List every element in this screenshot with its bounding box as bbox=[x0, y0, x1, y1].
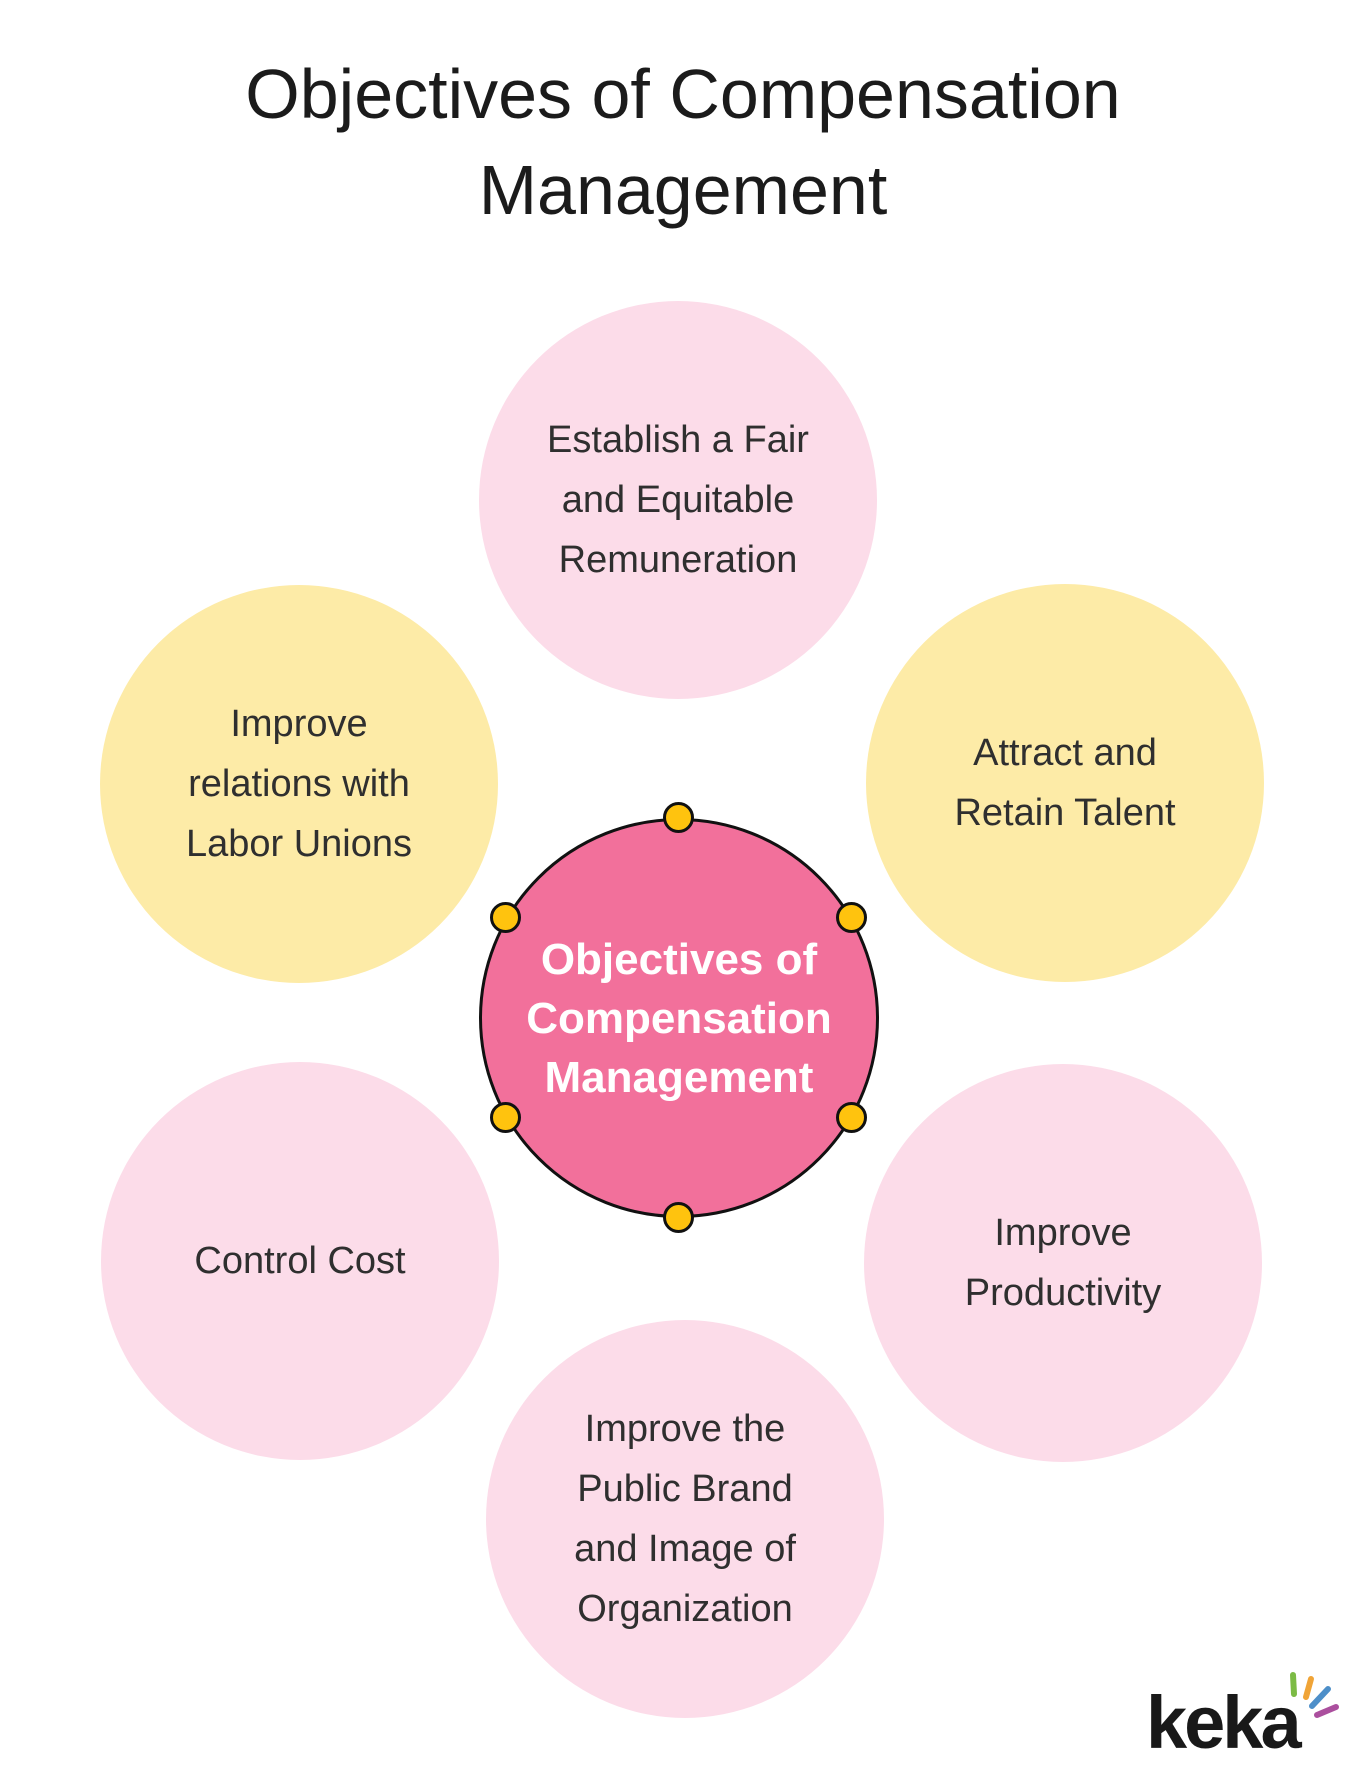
connector-dot-lower-left bbox=[490, 1102, 521, 1133]
node-fair-remuneration: Establish a Fair and Equitable Remunerat… bbox=[479, 301, 877, 699]
node-labor-unions-label: Improve relations with Labor Unions bbox=[185, 703, 413, 865]
connector-dot-bottom bbox=[663, 1202, 694, 1233]
node-improve-productivity-label: Improve Productivity bbox=[964, 1212, 1162, 1314]
keka-logo-text: keka bbox=[1146, 1681, 1302, 1764]
spark-orange-ray bbox=[1303, 1676, 1314, 1700]
node-labor-unions: Improve relations with Labor Unions bbox=[100, 585, 498, 983]
page-title: Objectives of Compensation Management bbox=[245, 55, 1121, 229]
node-control-cost-label: Control Cost bbox=[194, 1240, 406, 1282]
center-node-label: Objectives of Compensation Management bbox=[526, 934, 832, 1102]
node-public-brand-image: Improve the Public Brand and Image of Or… bbox=[486, 1320, 884, 1718]
node-improve-productivity: Improve Productivity bbox=[864, 1064, 1262, 1462]
node-public-brand-image-label: Improve the Public Brand and Image of Or… bbox=[574, 1408, 796, 1630]
spark-purple-ray bbox=[1314, 1704, 1339, 1718]
connector-dot-lower-right bbox=[836, 1102, 867, 1133]
node-attract-retain-talent: Attract and Retain Talent bbox=[866, 584, 1264, 982]
connector-dot-top bbox=[663, 802, 694, 833]
node-attract-retain-talent-label: Attract and Retain Talent bbox=[954, 732, 1176, 834]
connector-dot-upper-right bbox=[836, 902, 867, 933]
keka-logo: keka bbox=[1146, 1686, 1302, 1766]
center-node: Objectives of Compensation Management bbox=[479, 818, 879, 1218]
node-control-cost: Control Cost bbox=[101, 1062, 499, 1460]
spark-blue-ray bbox=[1309, 1686, 1331, 1709]
connector-dot-upper-left bbox=[490, 902, 521, 933]
node-fair-remuneration-label: Establish a Fair and Equitable Remunerat… bbox=[547, 419, 809, 581]
